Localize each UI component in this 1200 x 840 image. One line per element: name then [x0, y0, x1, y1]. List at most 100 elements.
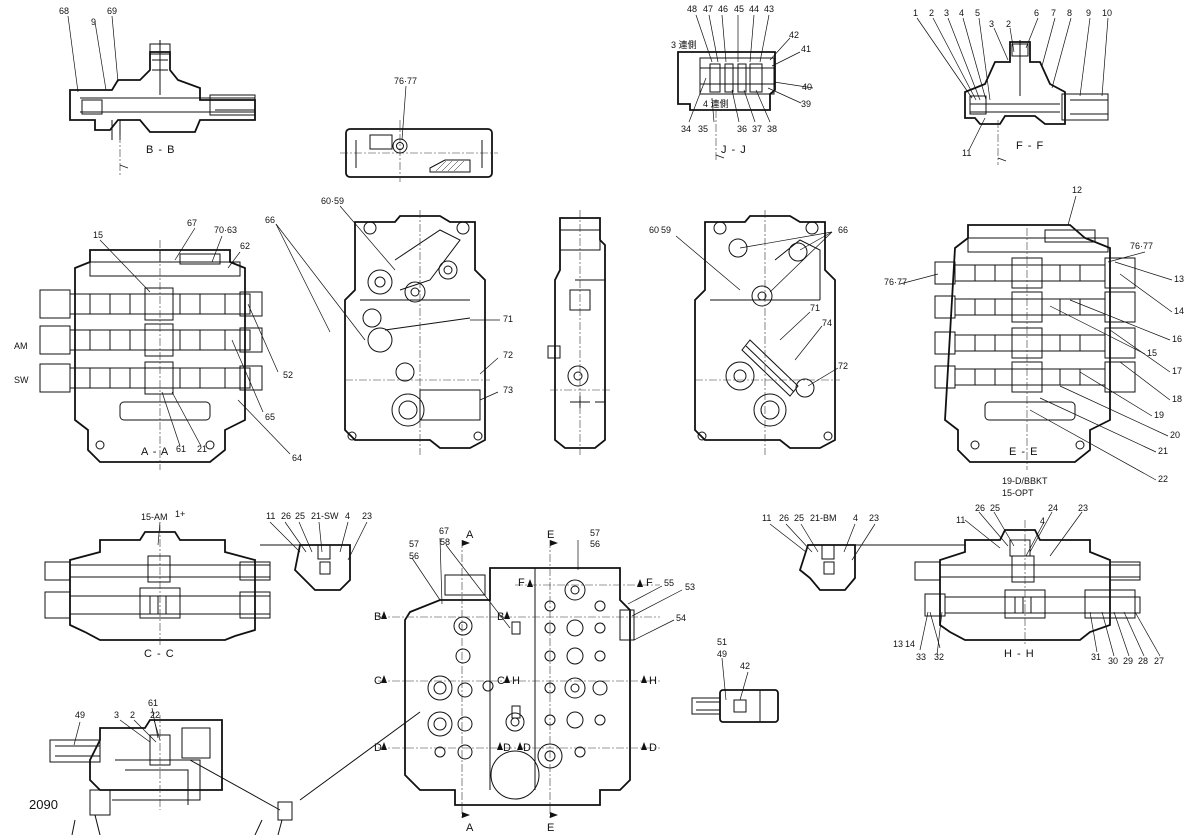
part-label-22-bl: 22 — [150, 710, 160, 720]
part-label-2-bl: 2 — [130, 710, 135, 720]
cut-mark-a-top: A — [466, 529, 474, 541]
part-label-9b: 9 — [1086, 8, 1091, 18]
note-15-am-suffix: 1+ — [175, 509, 185, 519]
note-21-bm: 21-BM — [810, 513, 837, 523]
cut-mark-b-mid: B — [497, 611, 505, 623]
part-label-62: 62 — [240, 241, 250, 251]
part-label-42-jj: 42 — [789, 30, 799, 40]
part-label-57-a: 57 — [409, 539, 419, 549]
part-label-9: 9 — [91, 17, 96, 27]
part-label-4: 4 — [959, 8, 964, 18]
hh-spool-lower — [924, 589, 1141, 619]
hh-spool-upper — [914, 555, 1141, 583]
part-label-22-ee: 22 — [1158, 474, 1168, 484]
part-label-48: 48 — [687, 4, 697, 14]
view-top-block — [340, 85, 498, 182]
part-label-57-b: 57 — [590, 528, 600, 538]
note-4-side: 4 連側 — [703, 98, 729, 109]
view-section-j-j — [677, 14, 814, 160]
part-label-69: 69 — [107, 6, 117, 16]
view-small-right — [691, 657, 779, 723]
view-section-f-f — [916, 17, 1109, 165]
part-label-40: 40 — [802, 82, 812, 92]
part-label-26-cc: 26 — [281, 511, 291, 521]
part-label-24: 24 — [1048, 503, 1058, 513]
part-label-27: 27 — [1154, 656, 1164, 666]
part-label-13-ee: 13 — [1174, 274, 1184, 284]
side-label-am: AM — [14, 341, 28, 351]
bottom-port-circles — [427, 579, 608, 800]
part-label-49-bl: 49 — [75, 710, 85, 720]
part-label-11-hh: 11 — [956, 515, 965, 525]
spool-row-2 — [39, 323, 263, 357]
part-label-19: 19 — [1154, 410, 1164, 420]
part-label-3b: 3 — [989, 19, 994, 29]
part-label-4-bm: 4 — [853, 513, 858, 523]
part-label-32: 32 — [934, 652, 944, 662]
part-label-56-a: 56 — [409, 551, 419, 561]
cut-mark-f-right: F — [646, 577, 654, 589]
cut-mark-a-bottom: A — [466, 822, 474, 834]
part-label-14-ee: 14 — [1174, 306, 1184, 316]
part-label-11-cc: 11 — [266, 511, 275, 521]
cc-spool-upper — [44, 555, 271, 583]
part-label-45: 45 — [734, 4, 744, 14]
part-label-4-cc: 4 — [345, 511, 350, 521]
side-label-sw: SW — [14, 375, 29, 385]
part-label-41: 41 — [801, 44, 811, 54]
section-title-b-b: B - B — [146, 144, 175, 156]
part-label-2b: 2 — [1006, 19, 1011, 29]
spool-row-3 — [39, 361, 263, 395]
view-bottom-assembly — [378, 537, 683, 818]
cut-mark-h-right: H — [649, 675, 658, 687]
view-section-h-h — [914, 511, 1161, 657]
part-label-43: 43 — [764, 4, 774, 14]
cut-mark-f-mid: F — [518, 577, 526, 589]
section-title-e-e: E - E — [1009, 446, 1038, 458]
ee-spool-row-1 — [934, 257, 1136, 289]
part-label-25-bm: 25 — [794, 513, 804, 523]
part-label-55: 55 — [664, 578, 674, 588]
section-title-c-c: C - C — [144, 648, 175, 660]
part-label-60-fr: 60 — [649, 225, 659, 235]
view-side-narrow — [547, 210, 610, 455]
part-label-13-hh: 13 — [893, 639, 903, 649]
section-title-h-h: H - H — [1004, 648, 1035, 660]
part-label-1: 1 — [913, 8, 918, 18]
part-label-23-bm: 23 — [869, 513, 879, 523]
view-front-right — [675, 210, 840, 455]
note-15-am: 15-AM — [141, 512, 168, 522]
part-label-18: 18 — [1172, 394, 1182, 404]
section-title-a-a: A - A — [141, 446, 169, 458]
view-detail-bm — [769, 523, 965, 591]
section-title-f-f: F - F — [1016, 140, 1044, 152]
view-section-b-b — [67, 15, 256, 175]
part-label-65: 65 — [265, 412, 275, 422]
part-label-60-59-fl: 60·59 — [321, 196, 344, 206]
part-label-11-bm: 11 — [762, 513, 771, 523]
part-label-23-cc: 23 — [362, 511, 372, 521]
part-label-23-hh: 23 — [1078, 503, 1088, 513]
part-label-68: 68 — [59, 6, 69, 16]
view-bottom-left — [49, 707, 421, 836]
part-label-33: 33 — [916, 652, 926, 662]
part-label-67-b: 67 — [439, 526, 449, 536]
part-label-34: 34 — [681, 124, 691, 134]
part-label-53: 53 — [685, 582, 695, 592]
cut-mark-c-left: C — [374, 675, 383, 687]
part-label-25-cc: 25 — [295, 511, 305, 521]
part-label-52: 52 — [283, 370, 293, 380]
part-label-54: 54 — [676, 613, 686, 623]
part-label-11: 11 — [962, 148, 971, 158]
part-label-36: 36 — [737, 124, 747, 134]
part-label-30: 30 — [1108, 656, 1118, 666]
cut-mark-d-right: D — [649, 742, 658, 754]
part-label-66-fr: 66 — [838, 225, 848, 235]
part-label-21-aa: 21 — [197, 444, 207, 454]
part-label-2: 2 — [929, 8, 934, 18]
part-label-67-aa: 67 — [187, 218, 197, 228]
part-label-47: 47 — [703, 4, 713, 14]
part-label-29: 29 — [1123, 656, 1133, 666]
part-label-42-sr: 42 — [740, 661, 750, 671]
